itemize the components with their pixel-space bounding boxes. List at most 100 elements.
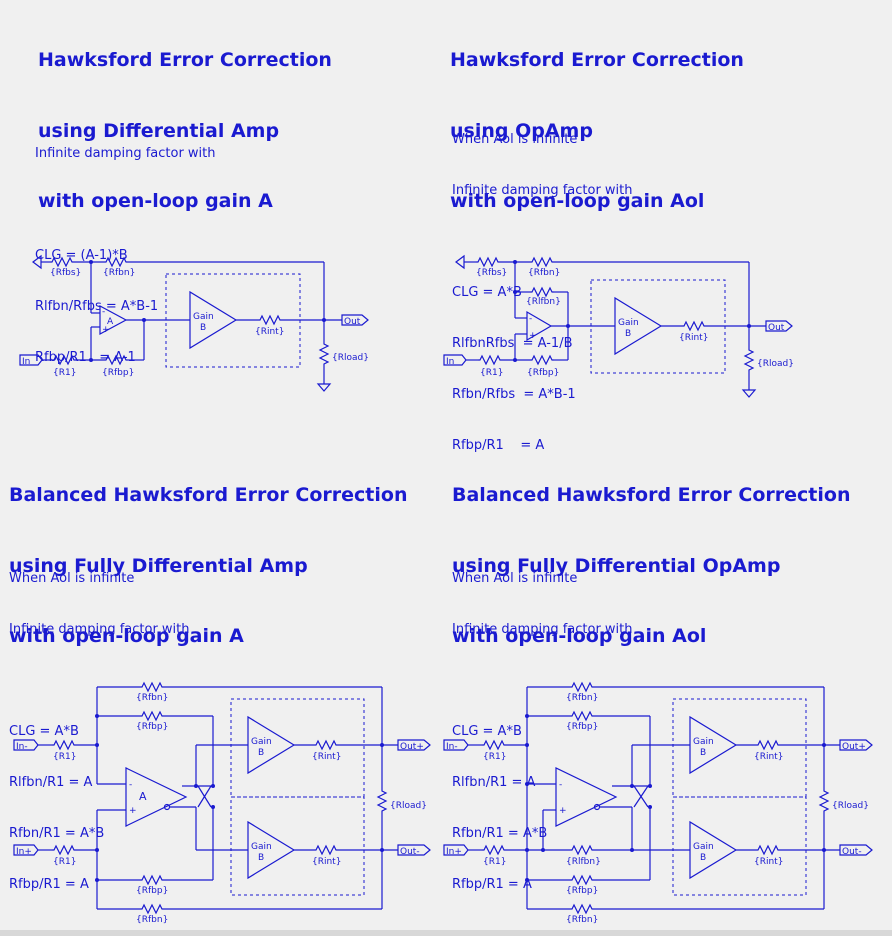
br-gain-bot-b: B xyxy=(700,853,706,863)
tr-lbl-rlfbn: {Rlfbn} xyxy=(526,297,561,307)
tr-eq-line: When Aol is infinite xyxy=(452,132,578,147)
br-res-r1-bot xyxy=(481,845,507,855)
br-res-rload xyxy=(819,788,829,814)
br-lbl-rlfbn: {Rlfbn} xyxy=(566,857,601,867)
tl-out-label: Out xyxy=(344,317,361,327)
bl-eq-line: Infinite damping factor with xyxy=(9,622,190,637)
bl-out-plus-label: Out+ xyxy=(400,742,424,752)
br-amp-plus: + xyxy=(559,806,567,816)
br-in-plus-label: In+ xyxy=(446,847,462,857)
bl-eq-line: Rfbp/R1 = A xyxy=(9,877,89,892)
tr-gain-amp xyxy=(614,296,663,356)
br-lbl-rfbn-bot: {Rfbn} xyxy=(566,915,598,925)
bl-out-minus-label: Out- xyxy=(400,847,420,857)
bl-res-rint-top xyxy=(313,740,339,750)
tr-res-rfbs xyxy=(475,257,501,267)
br-lbl-rint-top: {Rint} xyxy=(754,752,783,762)
br-res-rfbn-bot xyxy=(569,904,595,914)
tr-res-rfbn xyxy=(529,257,555,267)
tl-equations: Infinite damping factor with CLG = (A-1)… xyxy=(35,111,216,383)
tr-circuit: - + In Gain B Out {Rfbs} {Rfbn} {Rlfbn} … xyxy=(443,254,794,398)
br-res-rfbp-top xyxy=(569,711,595,721)
bl-eq-line: When Aol is infinite xyxy=(9,571,135,586)
tl-in-port xyxy=(19,354,43,366)
tr-title-line: using OpAmp xyxy=(450,119,593,142)
bl-fd-amp xyxy=(125,767,188,827)
br-res-rint-top xyxy=(755,740,781,750)
br-out-plus-label: Out+ xyxy=(842,742,866,752)
status-strip xyxy=(0,930,892,936)
tr-res-rlfbn xyxy=(529,287,555,297)
bl-lbl-rfbn-bot: {Rfbn} xyxy=(136,915,168,925)
br-out-minus-port xyxy=(839,844,873,856)
br-gain-bot-label: Gain xyxy=(693,842,714,852)
bl-res-rfbn-bot xyxy=(139,904,165,914)
tr-eq-line: Infinite damping factor with xyxy=(452,183,633,198)
br-lbl-r1-top: {R1} xyxy=(483,752,506,762)
tl-out-port xyxy=(341,314,369,326)
br-res-rfbn-top xyxy=(569,682,595,692)
tl-ground-arrow xyxy=(32,254,42,270)
bl-gain-box-top xyxy=(230,698,365,798)
tr-opamp xyxy=(526,310,553,342)
bl-lbl-rfbp-top: {Rfbp} xyxy=(136,722,168,732)
tl-gain-label: Gain xyxy=(193,312,214,322)
bl-in-plus-port xyxy=(13,844,39,856)
bl-res-r1-bot xyxy=(51,845,77,855)
br-lbl-rfbn-top: {Rfbn} xyxy=(566,693,598,703)
tr-out-port xyxy=(765,320,793,332)
tr-lbl-rfbs: {Rfbs} xyxy=(476,268,507,278)
tr-amp-minus: - xyxy=(529,314,532,324)
bl-gain-amp-top xyxy=(247,715,296,775)
bl-title: Balanced Hawksford Error Correction usin… xyxy=(9,437,407,672)
bl-gain-top-label: Gain xyxy=(251,737,272,747)
br-lbl-rfbp-bot: {Rfbp} xyxy=(566,886,598,896)
bl-amp-plus: + xyxy=(129,806,137,816)
tr-eq-line: Rfbn/Rfbs = A*B-1 xyxy=(452,387,576,402)
br-in-plus-port xyxy=(443,844,469,856)
tl-title-line: using Differential Amp xyxy=(38,119,280,142)
br-title: Balanced Hawksford Error Correction usin… xyxy=(452,437,850,672)
tl-amp-minus: - xyxy=(102,307,105,317)
bl-eq-line: Rfbn/R1 = A*B xyxy=(9,826,105,841)
bl-amp-a-label: A xyxy=(139,790,147,803)
br-res-rint-bot xyxy=(755,845,781,855)
br-eq-line: CLG = A*B xyxy=(452,724,522,739)
tr-lbl-rfbn: {Rfbn} xyxy=(528,268,560,278)
bl-res-r1-top xyxy=(51,740,77,750)
tl-circuit: A - + In Gain B Out {Rfbs} {Rfbn} xyxy=(19,254,369,392)
tr-in-port xyxy=(443,354,467,366)
br-fd-opamp xyxy=(555,767,618,827)
br-gain-top-b: B xyxy=(700,748,706,758)
br-circuit: In- In+ - + xyxy=(443,682,873,925)
bl-lbl-rfbp-bot: {Rfbp} xyxy=(136,886,168,896)
tl-res-r1 xyxy=(51,355,77,365)
bl-title-line: with open-loop gain A xyxy=(9,625,244,647)
tl-diff-amp xyxy=(99,304,128,336)
tr-res-rint xyxy=(681,321,707,331)
tl-gain-amp xyxy=(189,290,238,350)
bl-lbl-rload: {Rload} xyxy=(390,801,427,811)
br-eq-line: Infinite damping factor with xyxy=(452,622,633,637)
br-res-r1-top xyxy=(481,740,507,750)
tl-title-line: Hawksford Error Correction xyxy=(38,49,332,71)
bl-in-plus-label: In+ xyxy=(16,847,32,857)
bl-eq-line: Rlfbn/R1 = A xyxy=(9,775,93,790)
br-gain-top-label: Gain xyxy=(693,737,714,747)
tr-gain-label: Gain xyxy=(618,318,639,328)
br-res-rfbp-bot xyxy=(569,875,595,885)
tl-res-rfbs xyxy=(49,257,75,267)
bl-amp-minus: - xyxy=(129,780,132,790)
br-lbl-rload: {Rload} xyxy=(832,801,869,811)
bl-res-rfbn-top xyxy=(139,682,165,692)
tl-amp-plus: + xyxy=(102,325,110,335)
tr-gain-b-label: B xyxy=(625,329,631,339)
br-out-minus-label: Out- xyxy=(842,847,862,857)
bl-lbl-r1-top: {R1} xyxy=(53,752,76,762)
bl-gain-box-bot xyxy=(230,796,365,896)
tr-ground-arrow xyxy=(455,254,465,270)
bl-title-line: using Fully Differential Amp xyxy=(9,554,308,577)
br-eq-line: Rlfbn/R1 = A xyxy=(452,775,536,790)
bl-gain-bot-b: B xyxy=(258,853,264,863)
bl-out-plus-port xyxy=(397,739,431,751)
